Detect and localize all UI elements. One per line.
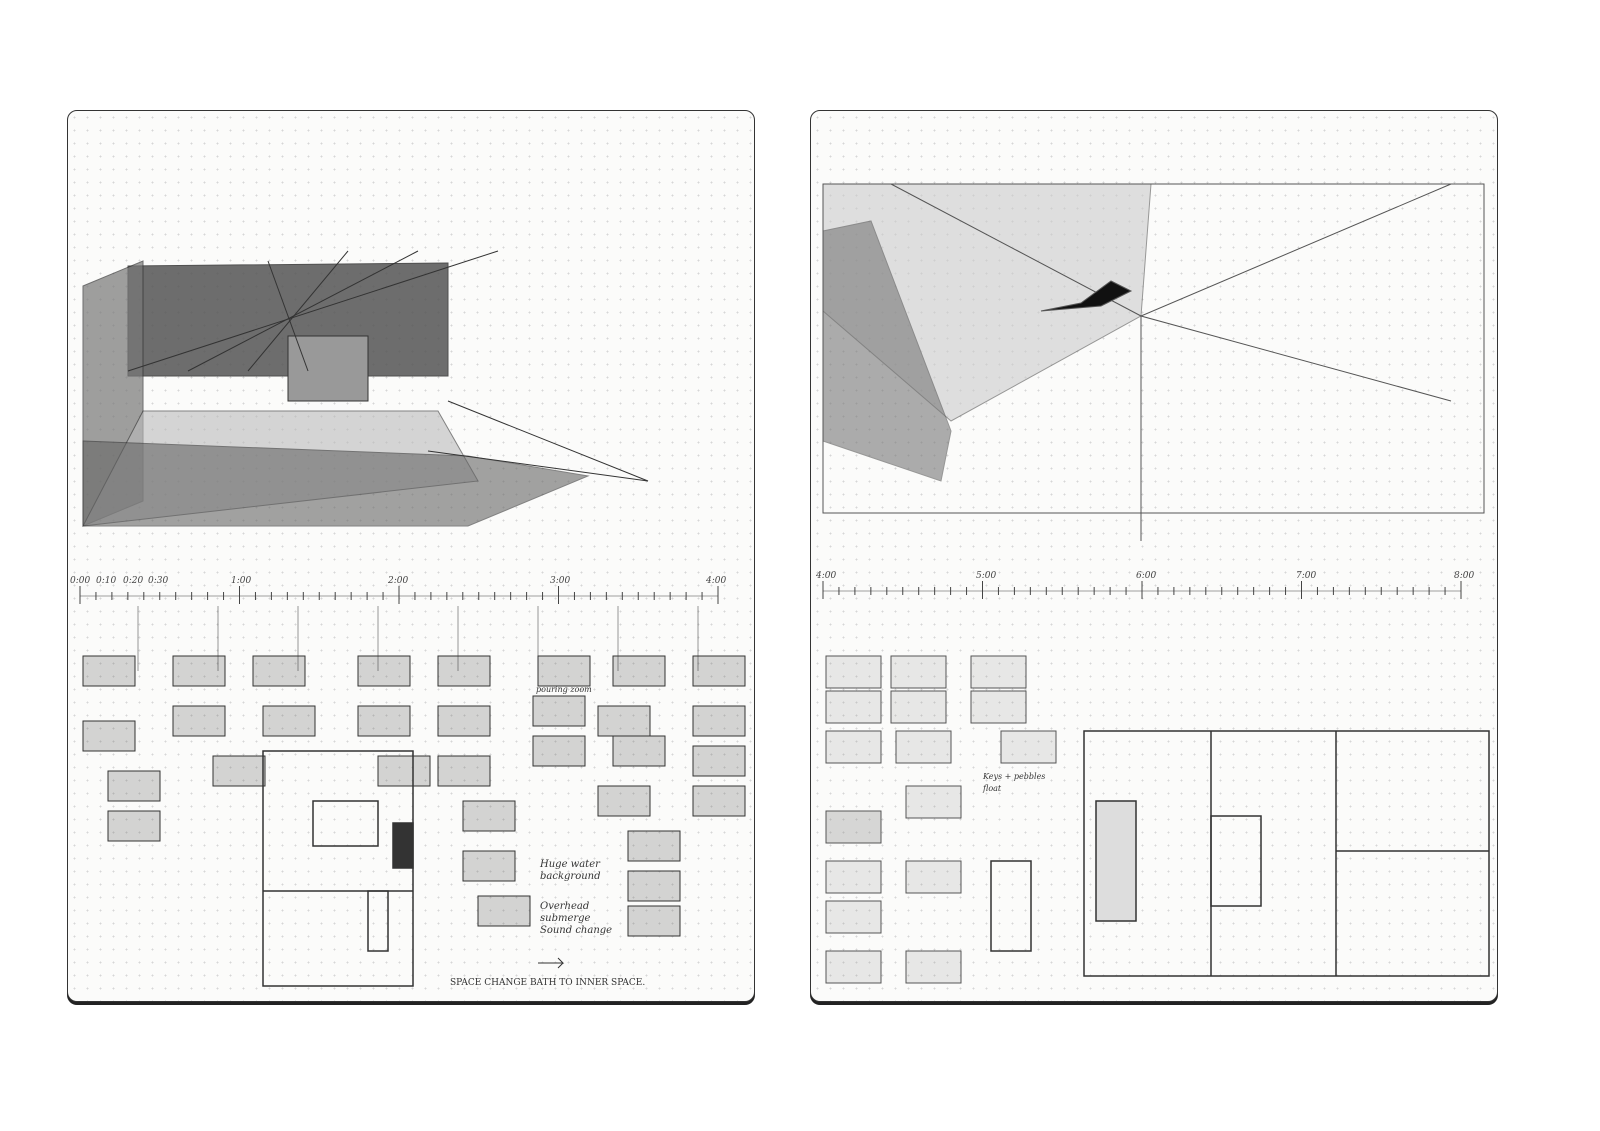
space-change-arrow bbox=[538, 957, 565, 969]
storyboard-thumbnail bbox=[825, 810, 882, 844]
timeline-label: 0:30 bbox=[148, 576, 169, 586]
storyboard-thumbnail bbox=[825, 860, 882, 894]
storyboard-thumbnail bbox=[437, 705, 491, 737]
storyboard-thumbnail bbox=[825, 810, 882, 844]
right-storyboard-thumbnails bbox=[825, 655, 1057, 984]
storyboard-thumbnail bbox=[532, 695, 586, 727]
storyboard-thumbnail bbox=[612, 735, 666, 767]
storyboard-thumbnail bbox=[1000, 730, 1057, 764]
timeline-label: 8:00 bbox=[1454, 571, 1475, 581]
storyboard-thumbnail bbox=[825, 655, 882, 689]
storyboard-thumbnail bbox=[477, 895, 531, 927]
storyboard-thumbnail bbox=[692, 745, 746, 777]
storyboard-thumbnail bbox=[82, 720, 136, 752]
timeline-label: 4:00 bbox=[816, 571, 837, 581]
left-timeline-ruler bbox=[79, 586, 719, 604]
storyboard-thumbnail bbox=[357, 705, 411, 737]
storyboard-thumbnail bbox=[890, 655, 947, 689]
timeline-label: 4:00 bbox=[706, 576, 727, 586]
storyboard-thumbnail bbox=[612, 655, 666, 687]
floor-plan-sketch bbox=[262, 750, 414, 987]
storyboard-thumbnail bbox=[627, 830, 681, 862]
storyboard-thumbnail bbox=[262, 705, 316, 737]
building-floor-plan bbox=[990, 730, 1490, 977]
storyboard-thumbnail bbox=[437, 755, 491, 787]
timeline-label: 1:00 bbox=[231, 576, 252, 586]
storyboard-thumbnail bbox=[532, 735, 586, 767]
left-page-sketches bbox=[79, 250, 746, 987]
storyboard-thumbnail bbox=[462, 850, 516, 882]
storyboard-thumbnail bbox=[890, 690, 947, 724]
storyboard-thumbnail bbox=[212, 755, 266, 787]
note-sound: Sound change bbox=[540, 925, 613, 936]
storyboard-thumbnail bbox=[905, 785, 962, 819]
note-zoom: pouring zoom bbox=[536, 685, 592, 694]
storyboard-thumbnail bbox=[905, 860, 962, 894]
note-space-change: SPACE CHANGE BATH TO INNER SPACE. bbox=[450, 978, 646, 988]
timeline-label: 2:00 bbox=[388, 576, 409, 586]
storyboard-thumbnail bbox=[172, 705, 226, 737]
storyboard-thumbnail bbox=[970, 690, 1027, 724]
storyboard-thumbnail bbox=[357, 655, 411, 687]
storyboard-thumbnail bbox=[825, 950, 882, 984]
left-storyboard-thumbnails bbox=[82, 606, 746, 937]
timeline-label: 0:00 bbox=[70, 576, 91, 586]
right-notebook-page: 4:00 5:00 6:00 7:00 8:00 Keys + pebbles … bbox=[810, 110, 1498, 1002]
storyboard-thumbnail bbox=[252, 655, 306, 687]
storyboard-thumbnail bbox=[692, 705, 746, 737]
right-page-sketches bbox=[822, 183, 1490, 984]
storyboard-thumbnail bbox=[82, 655, 136, 687]
storyboard-thumbnail bbox=[107, 810, 161, 842]
storyboard-thumbnail bbox=[825, 730, 882, 764]
storyboard-thumbnail bbox=[905, 950, 962, 984]
timeline-label: 0:10 bbox=[96, 576, 117, 586]
timeline-label: 5:00 bbox=[976, 571, 997, 581]
storyboard-thumbnail bbox=[462, 800, 516, 832]
timeline-label: 3:00 bbox=[550, 576, 571, 586]
timeline-label: 6:00 bbox=[1136, 571, 1157, 581]
storyboard-thumbnail bbox=[437, 655, 491, 687]
storyboard-thumbnail bbox=[597, 705, 651, 737]
storyboard-thumbnail bbox=[627, 905, 681, 937]
storyboard-thumbnail bbox=[597, 785, 651, 817]
note-float: Keys + pebbles float bbox=[983, 772, 1046, 793]
timeline-label: 7:00 bbox=[1296, 571, 1317, 581]
note-overhead: Overhead submerge bbox=[540, 901, 591, 924]
storyboard-thumbnail bbox=[692, 785, 746, 817]
storyboard-thumbnail bbox=[107, 770, 161, 802]
storyboard-thumbnail bbox=[825, 690, 882, 724]
note-water: Huge water background bbox=[540, 859, 601, 882]
storyboard-thumbnail bbox=[377, 755, 431, 787]
storyboard-thumbnail bbox=[825, 900, 882, 934]
left-notebook-page: 0:00 0:10 0:20 0:30 1:00 2:00 3:00 4:00 … bbox=[67, 110, 755, 1002]
bathhouse-perspective-sketch bbox=[82, 250, 649, 527]
storyboard-thumbnail bbox=[692, 655, 746, 687]
timeline-label: 0:20 bbox=[123, 576, 144, 586]
storyboard-thumbnail bbox=[172, 655, 226, 687]
storyboard-thumbnail bbox=[895, 730, 952, 764]
storyboard-thumbnail bbox=[537, 655, 591, 687]
storyboard-thumbnail bbox=[970, 655, 1027, 689]
right-timeline-ruler bbox=[822, 581, 1462, 599]
overhead-greenhouse-sketch bbox=[822, 183, 1485, 541]
storyboard-thumbnail bbox=[627, 870, 681, 902]
